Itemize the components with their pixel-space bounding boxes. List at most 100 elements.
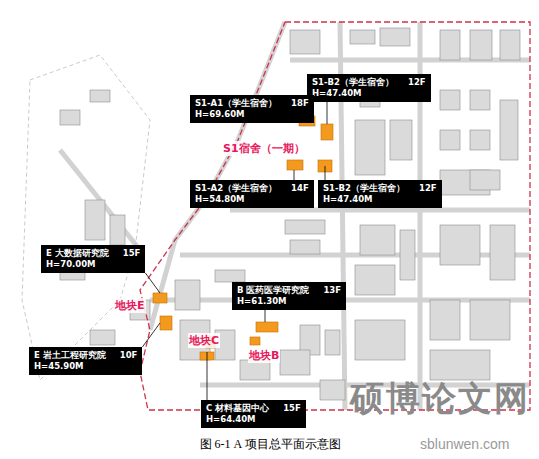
callout-row: H=64.40M	[206, 414, 301, 425]
watermark: 硕博论文网	[350, 376, 530, 422]
callout-box: S1-B2（学生宿舍） 12F H=47.40M	[307, 74, 431, 102]
building	[500, 30, 520, 60]
leader-line	[265, 310, 266, 322]
building	[90, 330, 115, 345]
building-name: S1-A1（学生宿舍）	[195, 98, 277, 109]
building-name: S1-B2（学生宿舍）	[312, 77, 394, 88]
building	[290, 240, 320, 254]
building	[110, 215, 125, 245]
figure-caption: 图 6-1 A 项目总平面示意图	[200, 436, 341, 453]
project-building	[287, 160, 303, 170]
callout-box: E 大数据研究院 15F H=70.00M	[41, 245, 145, 273]
floor-count: 13F	[323, 285, 341, 296]
road	[290, 58, 530, 63]
building-name: E 岩土工程研究院	[34, 350, 106, 361]
building	[215, 270, 245, 282]
callout-row: E 岩土工程研究院 10F	[34, 350, 137, 361]
floor-count: 15F	[123, 248, 141, 259]
floor-count: 18F	[291, 98, 309, 109]
building	[440, 130, 460, 150]
building-height: H=47.40M	[312, 88, 362, 99]
building-name: C 材料基因中心	[206, 403, 269, 414]
leader-line	[325, 166, 326, 180]
building	[285, 220, 325, 234]
building	[280, 350, 310, 375]
building	[390, 120, 412, 160]
building-name: B 医药医学研究院	[237, 285, 309, 296]
floor-count: 14F	[291, 183, 309, 194]
floor-count: 10F	[120, 350, 138, 361]
building-height: H=70.00M	[46, 259, 96, 270]
project-building	[256, 322, 278, 332]
building-name: E 大数据研究院	[46, 248, 109, 259]
callout-row: S1-A2（学生宿舍）14F	[195, 183, 309, 194]
callout-row: H=54.80M	[195, 194, 309, 205]
callout-row: E 大数据研究院 15F	[46, 248, 140, 259]
callout-row: S1-B2（学生宿舍） 12F	[312, 77, 426, 88]
building	[490, 225, 515, 280]
leader-line	[207, 352, 208, 400]
building	[430, 350, 490, 380]
building	[470, 30, 492, 60]
project-building	[160, 316, 172, 330]
callout-box: S1-A2（学生宿舍）14FH=54.80M	[190, 180, 314, 208]
callout-box: S1-A1（学生宿舍） 18FH=69.60M	[190, 95, 314, 123]
building	[325, 330, 340, 355]
building	[290, 30, 320, 54]
site-boundary	[140, 22, 530, 410]
road	[60, 150, 140, 250]
plot-label: 地块C	[188, 333, 220, 348]
building	[400, 230, 415, 280]
callout-row: H=47.40M	[312, 88, 426, 99]
callout-row: B 医药医学研究院 13F	[237, 285, 341, 296]
building-height: H=54.80M	[195, 194, 245, 205]
building	[90, 90, 110, 102]
callout-row: H=61.30M	[237, 296, 341, 307]
callout-row: H=69.60M	[195, 109, 309, 120]
callout-row: H=45.90M	[34, 361, 137, 372]
building-height: H=47.40M	[323, 194, 373, 205]
building	[60, 110, 80, 125]
building	[470, 90, 490, 110]
leader-line	[145, 273, 160, 293]
building	[320, 380, 345, 400]
floor-count: 12F	[408, 77, 426, 88]
road	[230, 208, 530, 213]
building	[470, 130, 490, 150]
building	[355, 320, 405, 360]
building	[355, 120, 385, 175]
building	[85, 200, 105, 240]
building	[380, 28, 410, 46]
building	[470, 170, 500, 190]
callout-box: E 岩土工程研究院 10FH=45.90M	[29, 347, 142, 375]
floor-count: 15F	[283, 403, 301, 414]
callout-row: C 材料基因中心 15F	[206, 403, 301, 414]
watermark-url: sblunwen.com	[420, 436, 510, 452]
building-height: H=61.30M	[237, 296, 287, 307]
building	[440, 225, 480, 265]
building	[440, 90, 460, 110]
project-building	[321, 124, 333, 140]
callout-row: H=47.40M	[323, 194, 437, 205]
plot-label: 地块E	[114, 298, 146, 313]
building	[360, 225, 395, 255]
building	[440, 30, 460, 60]
building	[240, 360, 270, 380]
callout-box: S1-B2（学生宿舍） 12F H=47.40M	[318, 180, 442, 208]
callout-box: B 医药医学研究院 13F H=61.30M	[232, 282, 346, 310]
building-name: S1-B2（学生宿舍）	[323, 183, 405, 194]
callout-box: C 材料基因中心 15F H=64.40M	[201, 400, 306, 428]
project-building	[250, 337, 260, 345]
building	[430, 300, 460, 340]
building	[350, 30, 375, 44]
leader-line	[294, 170, 295, 180]
callout-row: S1-B2（学生宿舍） 12F	[323, 183, 437, 194]
floor-count: 12F	[419, 183, 437, 194]
project-building	[153, 293, 167, 303]
building	[500, 100, 518, 160]
callout-row: S1-A1（学生宿舍） 18F	[195, 98, 309, 109]
callout-row: H=70.00M	[46, 259, 140, 270]
building-height: H=64.40M	[206, 414, 256, 425]
plot-label: S1宿舍（一期）	[222, 141, 306, 156]
